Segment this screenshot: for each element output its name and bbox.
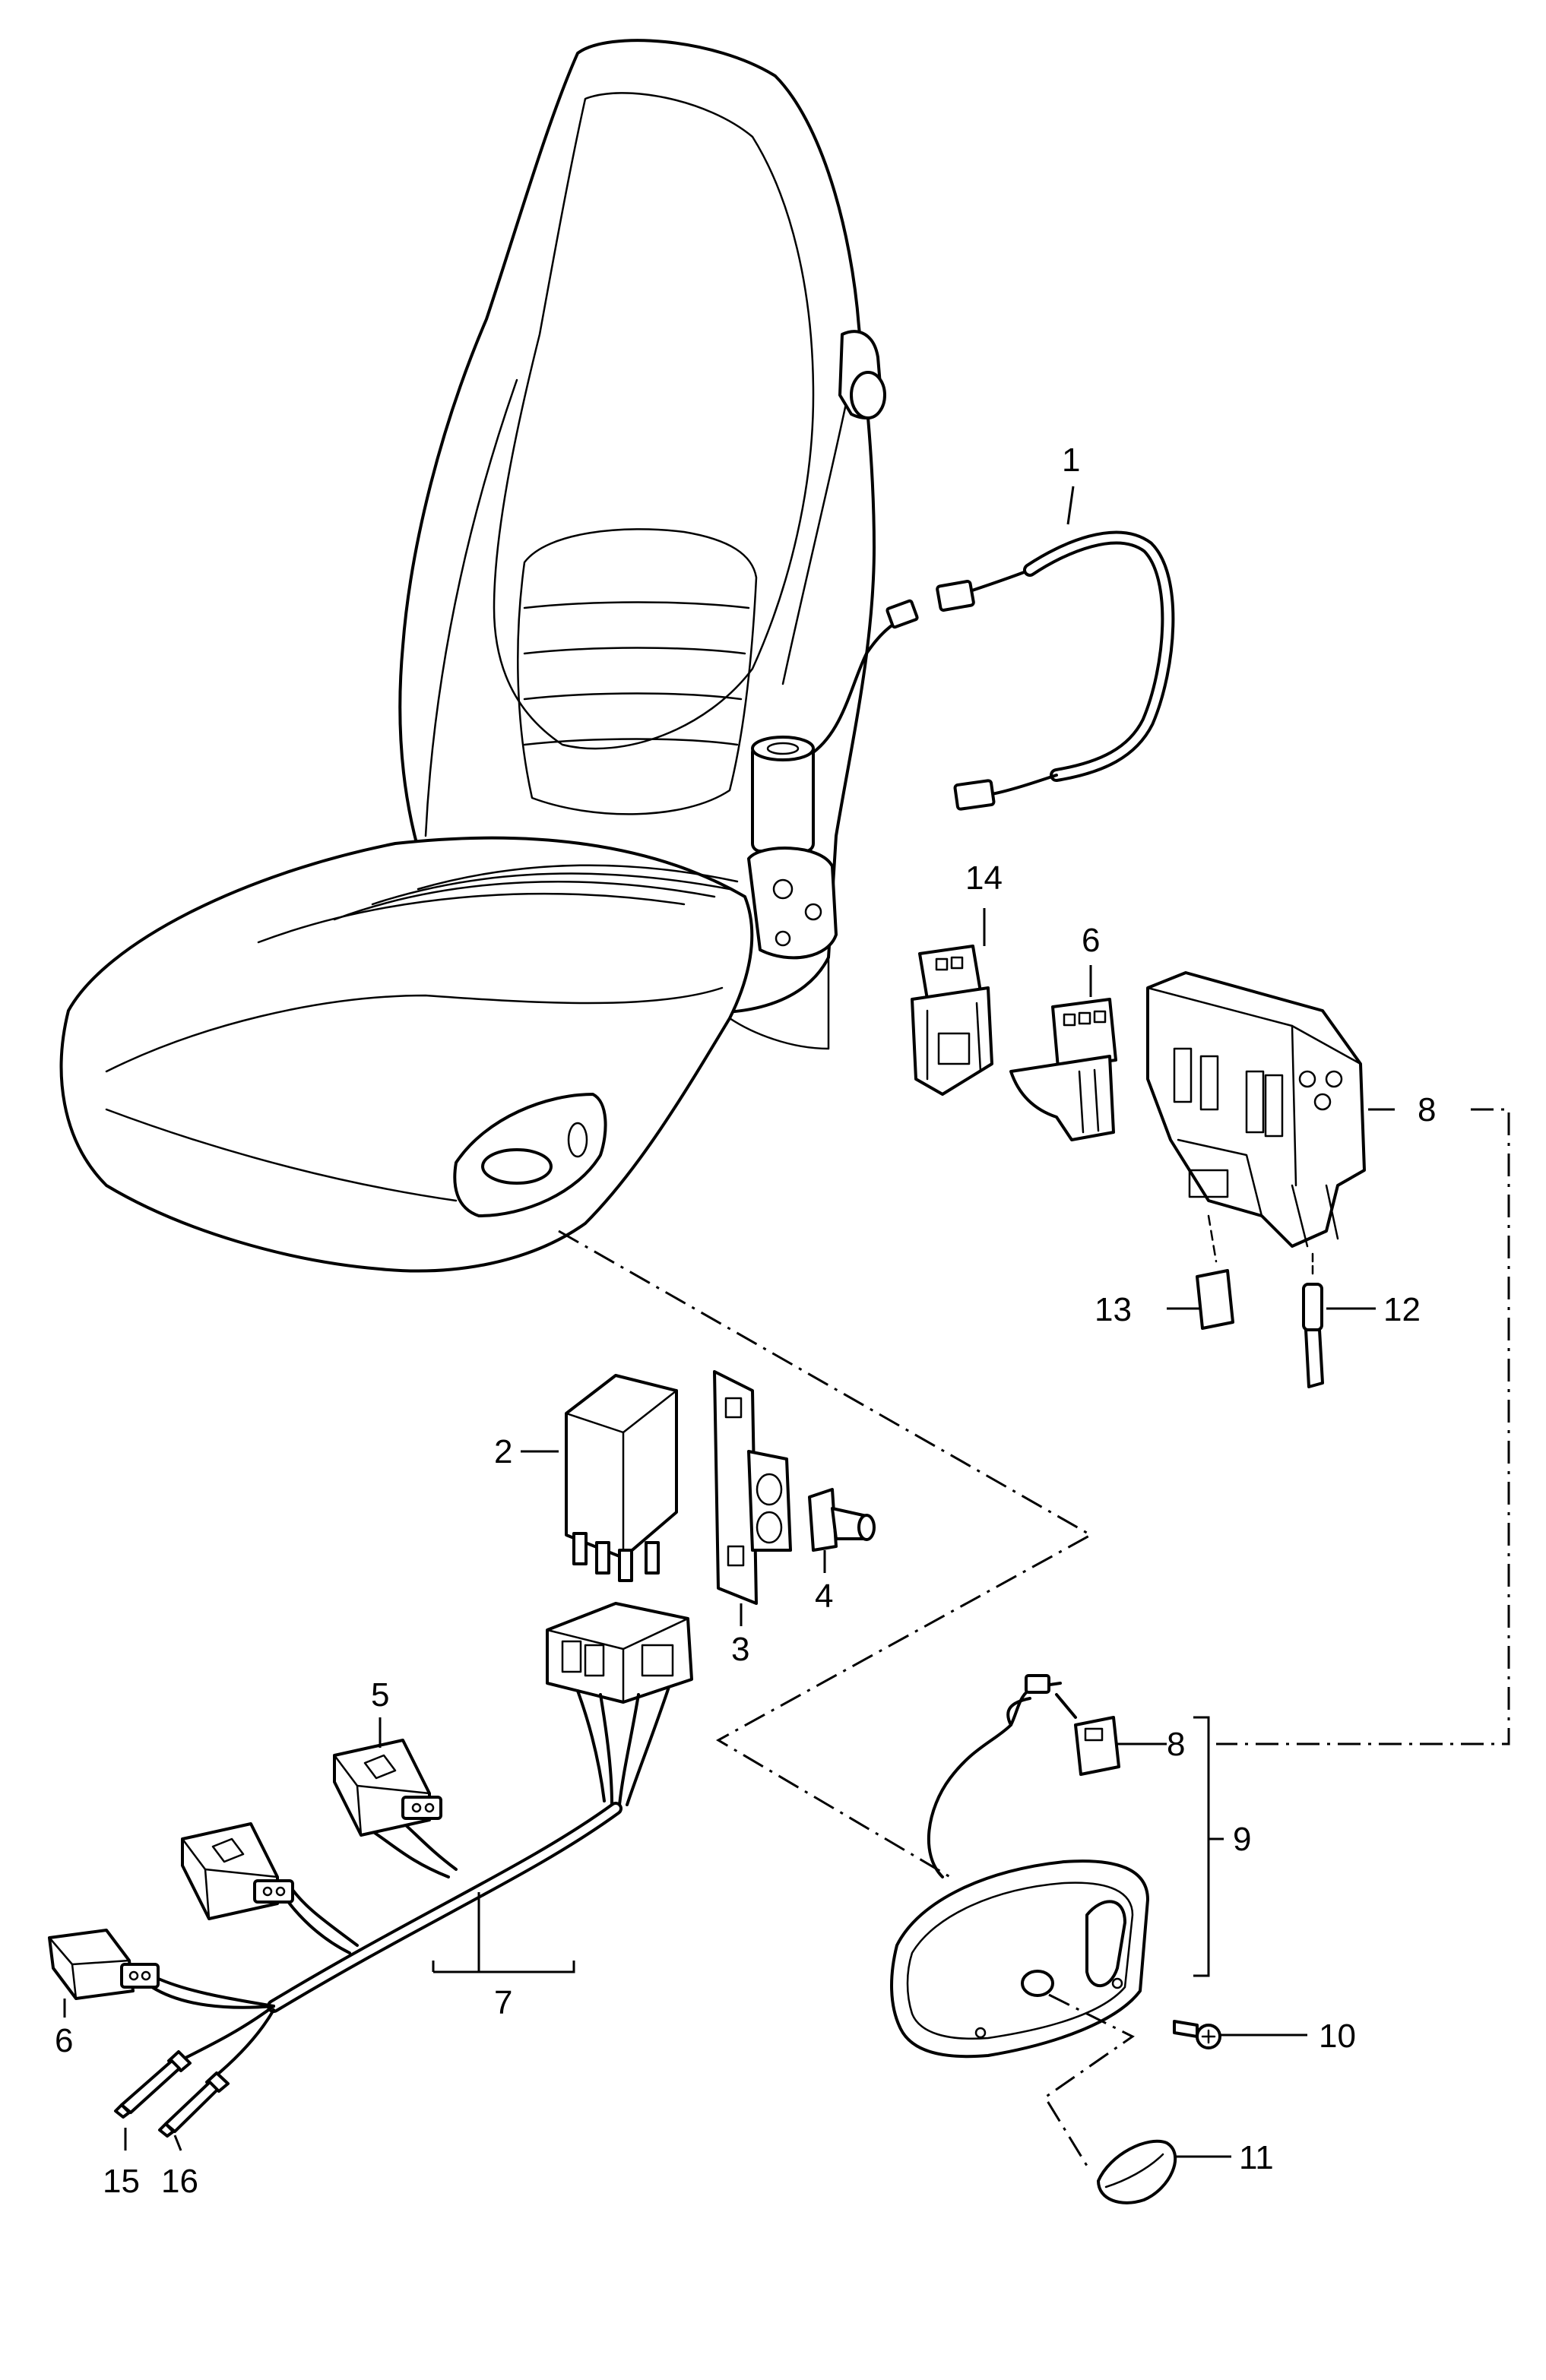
seat-illustration	[59, 39, 886, 1273]
connector-1c	[953, 779, 996, 811]
seat-backrest-lumbar	[517, 528, 758, 815]
part-13-cover	[1196, 1214, 1234, 1330]
part-4-clip	[808, 1488, 876, 1552]
assembly-lines	[558, 1108, 1510, 2166]
callout-8-upper: 8	[1418, 1091, 1436, 1128]
leader-lines	[63, 486, 1395, 2158]
callout-12: 12	[1383, 1291, 1421, 1328]
part-12-terminal-pin	[1302, 1252, 1324, 1388]
callout-6-upper: 6	[1082, 922, 1100, 959]
part-6-plug-lower	[48, 1929, 160, 2000]
callout-5: 5	[371, 1676, 389, 1714]
part-3-bracket	[713, 1370, 792, 1605]
callout-10: 10	[1319, 2018, 1356, 2055]
callout-4: 4	[815, 1578, 833, 1615]
part-6-connector-housing	[1009, 998, 1117, 1141]
callout-labels: 1 2 3 4 5 6 6 7 8 8 9 10 11 12 13 14 15 …	[55, 442, 1436, 2200]
connector-9a	[1025, 1674, 1050, 1694]
callout-6-lower: 6	[55, 2022, 73, 2059]
part-1-motor-cable	[812, 530, 1175, 811]
part-16-terminal	[158, 2071, 230, 2138]
callout-2: 2	[494, 1433, 512, 1470]
harness-plug-middle	[181, 1822, 294, 1920]
connector-1a	[885, 599, 919, 629]
callout-13: 13	[1095, 1291, 1132, 1328]
callout-7: 7	[494, 1984, 512, 2021]
callout-1: 1	[1062, 442, 1080, 479]
part-2-relay	[565, 1374, 678, 1582]
part-14-connector-housing	[911, 945, 993, 1096]
part-9-switch-panel-assembly	[890, 1674, 1149, 2059]
part-10-screw	[1173, 2020, 1221, 2049]
part-8-connector-lower	[1074, 1716, 1120, 1776]
connector-1b	[936, 580, 975, 612]
callout-3: 3	[731, 1631, 749, 1668]
callout-8-lower: 8	[1167, 1726, 1185, 1763]
callout-14: 14	[965, 859, 1003, 897]
seat-cushion	[59, 836, 754, 1273]
part-15-terminal	[114, 2050, 192, 2119]
callout-11: 11	[1239, 2139, 1274, 2176]
callout-15: 15	[103, 2163, 140, 2200]
callout-9: 9	[1233, 1821, 1251, 1858]
recline-motor	[747, 736, 838, 960]
part-7-wiring-harness	[150, 1602, 693, 2080]
callout-16: 16	[161, 2163, 198, 2200]
part-8-switch-module	[1146, 971, 1366, 1248]
part-5-plug	[333, 1739, 442, 1837]
part-11-cap	[1097, 2139, 1177, 2204]
seat-backrest-panel	[493, 92, 815, 750]
